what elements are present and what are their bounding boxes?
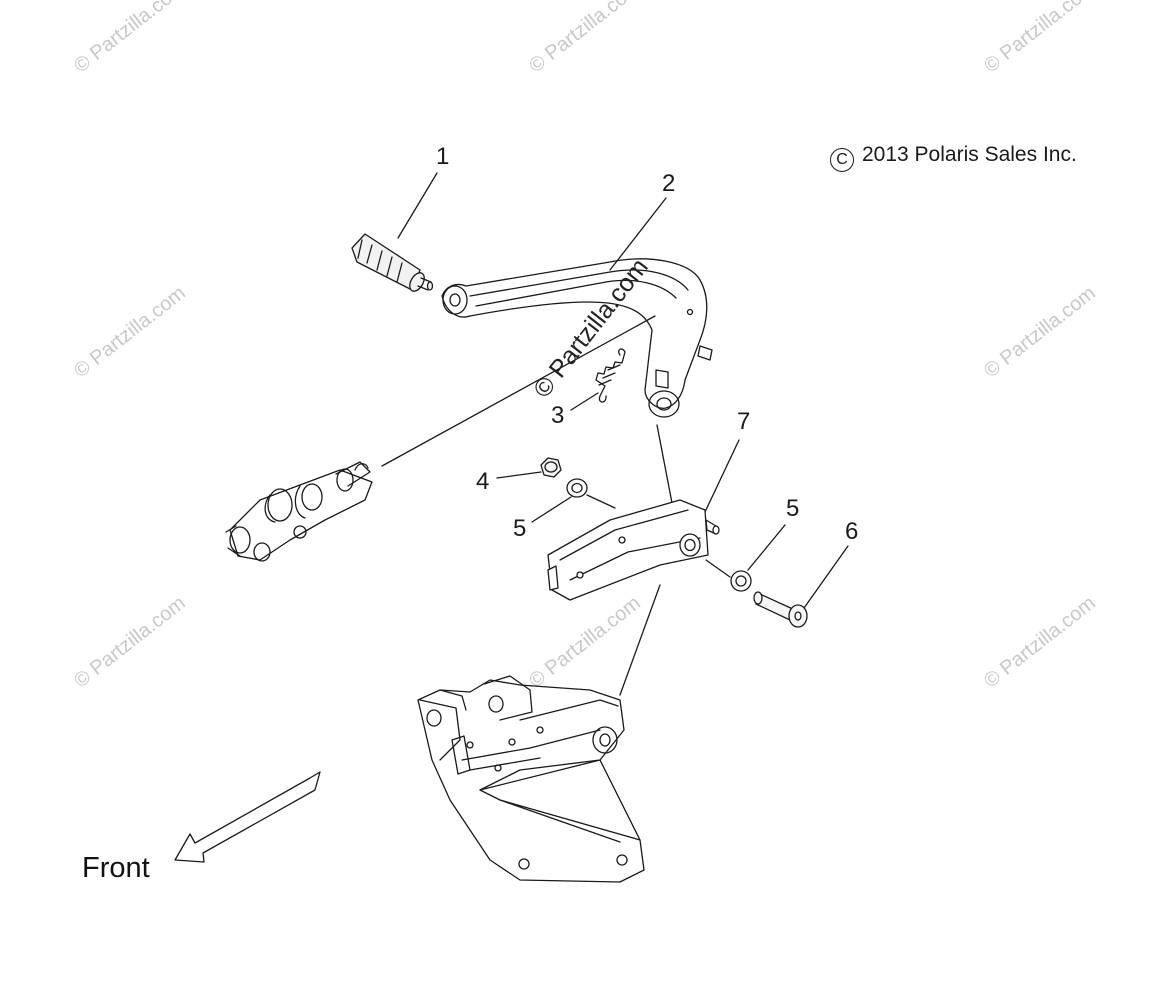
leader-line-5a (531, 496, 572, 523)
front-arrow-icon (174, 771, 321, 863)
brake-pedal-arm-part (441, 258, 713, 418)
foot-peg-rubber-part (351, 233, 434, 292)
front-label: Front (82, 852, 150, 884)
leader-line-2 (609, 197, 667, 271)
callout-2: 2 (662, 170, 676, 197)
callout-5b: 5 (786, 495, 800, 522)
guide-line-pedal (656, 424, 673, 504)
guide-line-plate (619, 584, 661, 696)
guide-line-bracket (705, 559, 731, 578)
callout-6: 6 (845, 518, 859, 545)
leader-line-5b (747, 524, 786, 571)
callout-4: 4 (476, 468, 490, 495)
guide-line-cylinder (381, 315, 656, 467)
callout-3: 3 (551, 402, 565, 429)
copyright-symbol-icon: C (830, 148, 854, 172)
nut-part (540, 457, 562, 478)
copyright-notice: C 2013 Polaris Sales Inc. (830, 143, 1077, 172)
mounting-bracket-part (547, 499, 720, 601)
leader-line-1 (397, 172, 438, 239)
leader-line-3 (570, 392, 599, 411)
leader-line-7 (704, 439, 740, 513)
guide-line-washer (586, 494, 616, 509)
leader-line-6 (803, 545, 849, 609)
leader-line-4 (496, 471, 542, 479)
callout-1: 1 (436, 143, 450, 170)
return-spring-part (595, 348, 626, 403)
copyright-text: 2013 Polaris Sales Inc. (862, 143, 1077, 166)
washer-part (566, 478, 752, 592)
callout-7: 7 (737, 408, 751, 435)
pivot-bolt-part (753, 591, 808, 628)
callout-5a: 5 (513, 515, 527, 542)
footrest-plate-part (417, 675, 645, 883)
master-cylinder-part (225, 461, 373, 562)
